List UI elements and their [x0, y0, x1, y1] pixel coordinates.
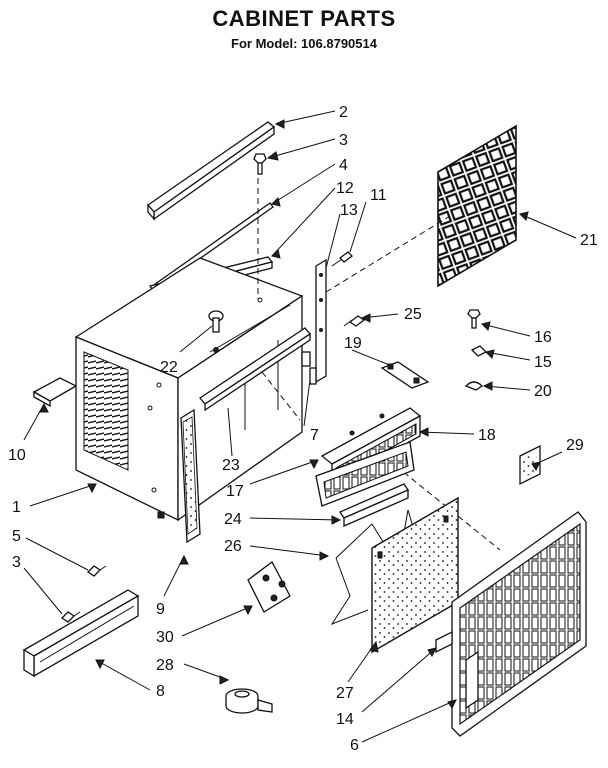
part-27-filter-panel [371, 496, 459, 654]
callout-22: 22 [160, 359, 178, 376]
part-29-block [519, 444, 541, 486]
callout-3b: 3 [12, 554, 21, 571]
callout-7: 7 [310, 427, 319, 444]
part-3-screw-bottom [60, 611, 81, 623]
callout-15: 15 [534, 354, 552, 371]
part-15-nut [470, 345, 488, 357]
callout-25: 25 [404, 306, 422, 323]
callout-8: 8 [156, 683, 165, 700]
leader-lines [23, 110, 577, 743]
callout-4: 4 [339, 157, 348, 174]
callout-26: 26 [224, 538, 242, 555]
callout-17: 17 [226, 483, 244, 500]
callout-5: 5 [12, 528, 21, 545]
part-2-top-rail [147, 121, 276, 221]
callout-1: 1 [12, 499, 21, 516]
part-28-tape-roll [225, 688, 273, 714]
part-9-side-panel [180, 408, 201, 544]
part-5-screw [86, 565, 107, 577]
alignment-line [395, 465, 501, 551]
part-25-screw [343, 315, 366, 327]
part-30-bracket [247, 561, 291, 613]
callout-27: 27 [336, 685, 354, 702]
part-1-cabinet-shell [74, 257, 304, 522]
part-11-screw [331, 251, 353, 267]
callout-9: 9 [156, 601, 165, 618]
callout-10: 10 [8, 447, 26, 464]
part-13-bracket [315, 258, 327, 384]
diagram-subtitle: For Model: 106.8790514 [231, 36, 377, 51]
callout-23: 23 [222, 457, 240, 474]
part-14-tab [435, 630, 453, 654]
callout-labels: 2 3 4 12 11 13 21 25 16 15 19 20 22 7 18… [8, 104, 598, 754]
part-23-rail [199, 327, 311, 412]
part-10-bar [32, 377, 78, 408]
callout-30: 30 [156, 629, 174, 646]
callout-2: 2 [339, 104, 348, 121]
callout-29: 29 [566, 437, 584, 454]
callout-14: 14 [336, 711, 354, 728]
callout-3: 3 [339, 132, 348, 149]
part-17-duct [315, 441, 415, 507]
alignment-line [325, 215, 451, 293]
callout-20: 20 [534, 383, 552, 400]
part-19-bracket [380, 361, 430, 389]
alignment-line [261, 371, 301, 421]
callout-21: 21 [580, 232, 598, 249]
part-21-filter-grille [437, 124, 517, 288]
part-20-clip [464, 381, 484, 391]
callout-24: 24 [224, 511, 242, 528]
callout-19: 19 [344, 335, 362, 352]
callout-16: 16 [534, 329, 552, 346]
callout-28: 28 [156, 657, 174, 674]
part-7-clip [301, 351, 317, 385]
callout-12: 12 [336, 180, 354, 197]
part-3-screw-top [253, 153, 267, 175]
part-22-grommet [208, 310, 224, 353]
callout-11: 11 [370, 187, 387, 204]
callout-18: 18 [478, 427, 496, 444]
part-16-screw [467, 309, 481, 329]
part-6-front-grille [451, 511, 587, 737]
part-8-channel [22, 589, 140, 678]
part-24-bar [339, 483, 409, 527]
diagram-title: CABINET PARTS [212, 6, 396, 31]
callout-13: 13 [340, 202, 358, 219]
callout-6: 6 [350, 737, 359, 754]
